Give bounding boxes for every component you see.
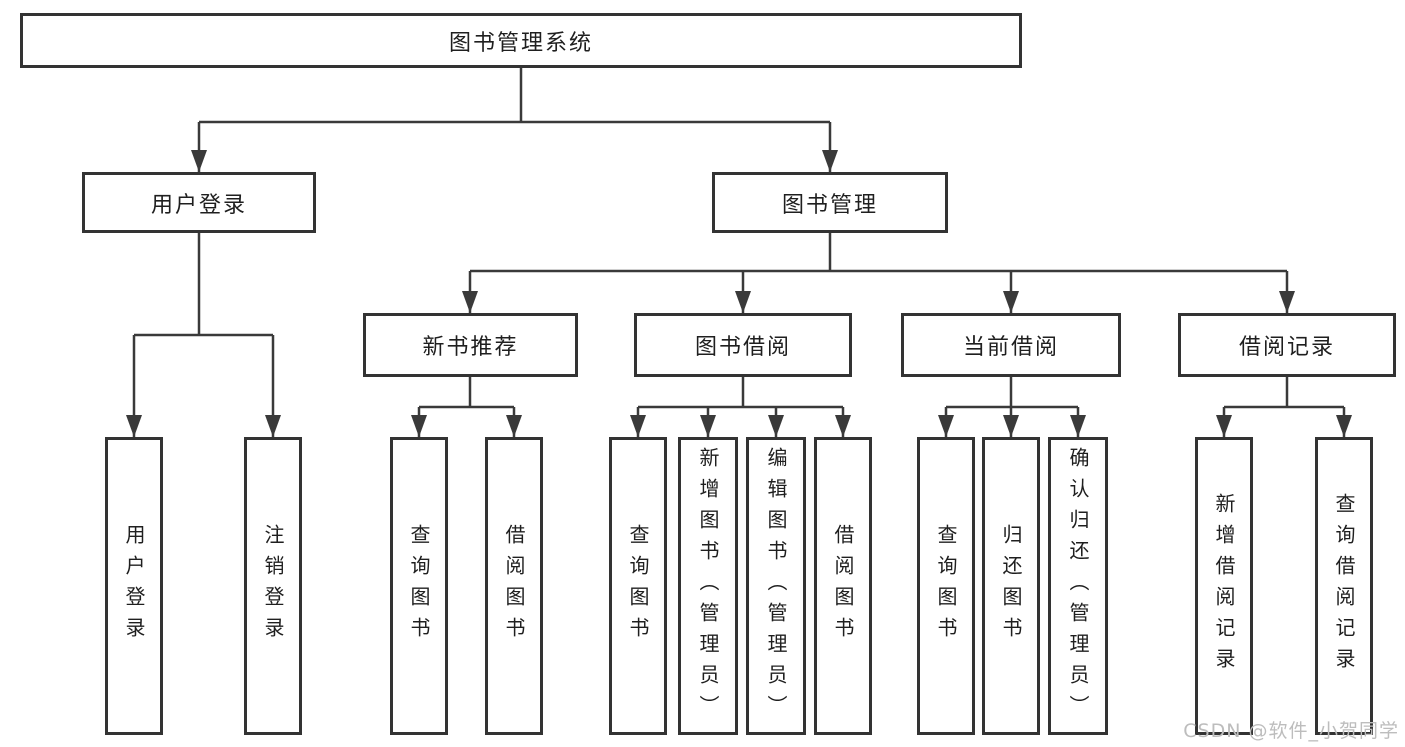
leaf-edit-books-admin: 编辑图书（管理员） <box>746 437 806 735</box>
node-book-borrowing: 图书借阅 <box>634 313 852 377</box>
leaf-query-books-newbook: 查询图书 <box>390 437 448 735</box>
leaf-user-login: 用户登录 <box>105 437 163 735</box>
leaf-add-borrow-record: 新增借阅记录 <box>1195 437 1253 735</box>
leaf-add-books-admin-label: 新增图书（管理员） <box>696 446 720 726</box>
node-borrowing-records: 借阅记录 <box>1178 313 1396 377</box>
leaf-query-borrow-record: 查询借阅记录 <box>1315 437 1373 735</box>
leaf-add-books-admin: 新增图书（管理员） <box>678 437 738 735</box>
leaf-borrow-books-borrowing: 借阅图书 <box>814 437 872 735</box>
leaf-return-books-label: 归还图书 <box>999 524 1023 648</box>
node-root-library-management-system: 图书管理系统 <box>20 13 1022 68</box>
leaf-query-books-current: 查询图书 <box>917 437 975 735</box>
leaf-borrow-books-newbook-label: 借阅图书 <box>502 524 526 648</box>
leaf-query-borrow-record-label: 查询借阅记录 <box>1332 493 1356 679</box>
leaf-add-borrow-record-label: 新增借阅记录 <box>1212 493 1236 679</box>
leaf-logout-label: 注销登录 <box>261 524 285 648</box>
leaf-edit-books-admin-label: 编辑图书（管理员） <box>764 446 788 726</box>
leaf-borrow-books-borrowing-label: 借阅图书 <box>831 524 855 648</box>
csdn-watermark: CSDN @软件_小贺同学 <box>1183 720 1399 742</box>
leaf-confirm-return-admin: 确认归还（管理员） <box>1048 437 1108 735</box>
leaf-query-books-newbook-label: 查询图书 <box>407 524 431 648</box>
node-new-book-recommendation: 新书推荐 <box>363 313 578 377</box>
leaf-query-books-borrowing-label: 查询图书 <box>626 524 650 648</box>
node-user-login: 用户登录 <box>82 172 316 233</box>
leaf-confirm-return-admin-label: 确认归还（管理员） <box>1066 446 1090 726</box>
leaf-borrow-books-newbook: 借阅图书 <box>485 437 543 735</box>
leaf-logout: 注销登录 <box>244 437 302 735</box>
leaf-query-books-current-label: 查询图书 <box>934 524 958 648</box>
node-book-management: 图书管理 <box>712 172 948 233</box>
leaf-user-login-label: 用户登录 <box>122 524 146 648</box>
leaf-query-books-borrowing: 查询图书 <box>609 437 667 735</box>
leaf-return-books: 归还图书 <box>982 437 1040 735</box>
node-current-borrowing: 当前借阅 <box>901 313 1121 377</box>
